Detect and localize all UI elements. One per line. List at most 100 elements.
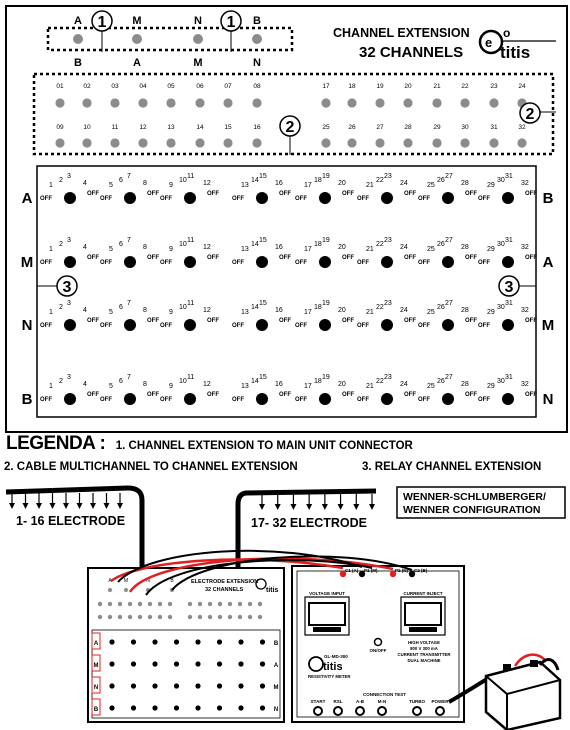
high-voltage-text: CURRENT TRANSMITTER bbox=[398, 652, 452, 657]
wire-p2-black bbox=[171, 555, 413, 591]
meter-button[interactable] bbox=[435, 706, 445, 716]
callout-2-right-label: 2 bbox=[526, 106, 535, 123]
relay-switch[interactable] bbox=[502, 319, 514, 331]
meter-button[interactable] bbox=[355, 706, 365, 716]
relay-switch[interactable] bbox=[256, 393, 268, 405]
relay-right-letter: N bbox=[543, 391, 554, 408]
meter-button[interactable] bbox=[333, 706, 343, 716]
relay-switch[interactable] bbox=[381, 192, 393, 204]
relay-switch[interactable] bbox=[64, 393, 76, 405]
socket[interactable] bbox=[82, 138, 92, 148]
socket[interactable] bbox=[166, 98, 176, 108]
meter-jack[interactable] bbox=[389, 570, 397, 578]
socket[interactable] bbox=[347, 138, 357, 148]
socket[interactable] bbox=[375, 98, 385, 108]
relay-num-d: 4 bbox=[83, 180, 87, 187]
electrode-spike-icon bbox=[321, 504, 328, 510]
meter-button[interactable] bbox=[377, 706, 387, 716]
relay-switch[interactable] bbox=[64, 192, 76, 204]
relay-switch[interactable] bbox=[319, 192, 331, 204]
socket[interactable] bbox=[321, 98, 331, 108]
relay-switch[interactable] bbox=[124, 319, 136, 331]
relay-switch[interactable] bbox=[124, 192, 136, 204]
socket[interactable] bbox=[223, 98, 233, 108]
relay-switch[interactable] bbox=[502, 393, 514, 405]
relay-switch[interactable] bbox=[184, 256, 196, 268]
mini-socket bbox=[217, 614, 223, 620]
socket[interactable] bbox=[110, 138, 120, 148]
socket[interactable] bbox=[195, 138, 205, 148]
relay-switch[interactable] bbox=[184, 393, 196, 405]
socket[interactable] bbox=[460, 138, 470, 148]
on-off-switch[interactable] bbox=[373, 637, 383, 647]
relay-num-d: 20 bbox=[338, 307, 346, 314]
relay-left-letter: N bbox=[22, 317, 33, 334]
relay-switch[interactable] bbox=[502, 256, 514, 268]
relay-switch[interactable] bbox=[184, 319, 196, 331]
relay-switch[interactable] bbox=[381, 256, 393, 268]
mini-board-title2: 32 CHANNELS bbox=[205, 587, 244, 593]
relay-num-c: 19 bbox=[322, 173, 330, 180]
relay-switch[interactable] bbox=[442, 319, 454, 331]
relay-switch[interactable] bbox=[124, 393, 136, 405]
relay-num-a: 5 bbox=[109, 182, 113, 189]
relay-switch[interactable] bbox=[124, 256, 136, 268]
relay-switch[interactable] bbox=[442, 256, 454, 268]
relay-num-a: 17 bbox=[304, 246, 312, 253]
mini-socket bbox=[147, 601, 153, 607]
relay-switch[interactable] bbox=[256, 192, 268, 204]
socket[interactable] bbox=[166, 138, 176, 148]
header-title-line2: 32 CHANNELS bbox=[359, 44, 463, 61]
main-connector-box bbox=[46, 26, 294, 52]
relay-switch[interactable] bbox=[64, 319, 76, 331]
relay-num-d: 28 bbox=[461, 244, 469, 251]
socket[interactable] bbox=[403, 138, 413, 148]
relay-switch[interactable] bbox=[256, 256, 268, 268]
socket[interactable] bbox=[432, 138, 442, 148]
meter-jack[interactable] bbox=[339, 570, 347, 578]
meter-jack[interactable] bbox=[358, 570, 366, 578]
relay-switch[interactable] bbox=[256, 319, 268, 331]
relay-switch[interactable] bbox=[319, 256, 331, 268]
socket[interactable] bbox=[489, 98, 499, 108]
socket[interactable] bbox=[138, 98, 148, 108]
socket[interactable] bbox=[82, 98, 92, 108]
meter-jack[interactable] bbox=[408, 570, 416, 578]
relay-switch[interactable] bbox=[381, 319, 393, 331]
relay-switch[interactable] bbox=[381, 393, 393, 405]
electrode-strip-right bbox=[259, 494, 375, 510]
mini-relay-switch bbox=[109, 705, 115, 711]
relay-num-a: 1 bbox=[49, 383, 53, 390]
relay-num-b: 6 bbox=[119, 304, 123, 311]
socket[interactable] bbox=[432, 98, 442, 108]
mini-relay-switch bbox=[130, 705, 137, 711]
socket[interactable] bbox=[347, 98, 357, 108]
relay-switch[interactable] bbox=[184, 192, 196, 204]
relay-switch[interactable] bbox=[442, 393, 454, 405]
socket[interactable] bbox=[55, 138, 65, 148]
relay-off-label: OFF bbox=[100, 323, 112, 329]
resistivity-meter-inner bbox=[296, 570, 460, 718]
socket[interactable] bbox=[375, 138, 385, 148]
meter-button[interactable] bbox=[313, 706, 323, 716]
socket[interactable] bbox=[195, 98, 205, 108]
socket[interactable] bbox=[489, 138, 499, 148]
socket[interactable] bbox=[403, 98, 413, 108]
socket[interactable] bbox=[460, 98, 470, 108]
meter-button[interactable] bbox=[412, 706, 422, 716]
relay-switch[interactable] bbox=[502, 192, 514, 204]
socket[interactable] bbox=[110, 98, 120, 108]
relay-off-label: OFF bbox=[295, 397, 307, 403]
socket[interactable] bbox=[252, 138, 262, 148]
socket[interactable] bbox=[517, 138, 527, 148]
relay-num-c: 27 bbox=[445, 374, 453, 381]
socket[interactable] bbox=[223, 138, 233, 148]
relay-switch[interactable] bbox=[319, 319, 331, 331]
relay-switch[interactable] bbox=[442, 192, 454, 204]
relay-switch[interactable] bbox=[64, 256, 76, 268]
socket[interactable] bbox=[252, 98, 262, 108]
socket[interactable] bbox=[138, 138, 148, 148]
relay-switch[interactable] bbox=[319, 393, 331, 405]
socket[interactable] bbox=[321, 138, 331, 148]
socket[interactable] bbox=[55, 98, 65, 108]
